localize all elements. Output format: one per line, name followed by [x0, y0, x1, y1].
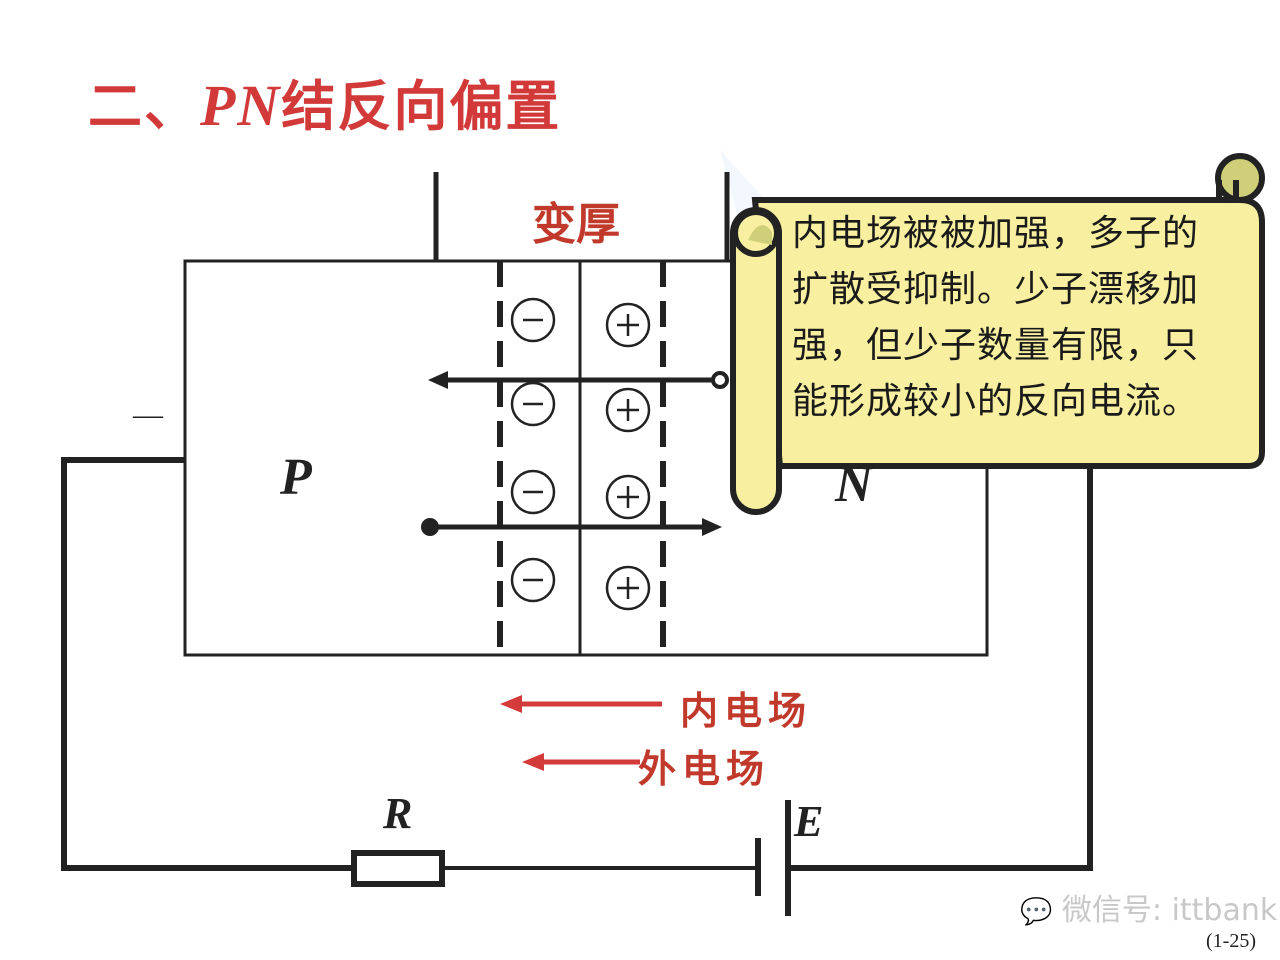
positive-ion: [605, 474, 651, 520]
title-suffix: 结反向偏置: [281, 75, 562, 138]
scroll-callout: [730, 153, 1265, 515]
negative-ion: [510, 557, 556, 603]
watermark-text: 微信号: ittbank: [1061, 893, 1278, 928]
positive-ion: [605, 302, 651, 348]
wire-right: [788, 460, 1093, 871]
wechat-watermark: 💬 微信号: ittbank: [1020, 885, 1277, 929]
majority-diffusion-arrow: [421, 518, 722, 536]
scroll-right-curl: [1215, 153, 1265, 203]
negative-ion: [510, 469, 556, 515]
resistor-label: R: [383, 789, 413, 838]
negative-ion-group: [510, 297, 556, 603]
thicker-label: 变厚: [532, 199, 620, 250]
inner-field-arrow: [500, 695, 662, 713]
minus-terminal-label: —: [133, 398, 163, 431]
positive-ion: [605, 387, 651, 433]
scroll-note-text: 内电场被被加强，多子的扩散受抑制。少子漂移加强，但少子数量有限，只能形成较小的反…: [792, 213, 1200, 422]
negative-ion: [510, 297, 556, 343]
inner-field-label: 内电场: [680, 689, 813, 733]
outer-field-arrow: [522, 753, 640, 771]
battery-label: E: [794, 797, 824, 846]
p-region-label: P: [280, 449, 312, 506]
title-prefix: 二、: [88, 75, 200, 138]
hole-carrier-icon: [711, 371, 729, 389]
outer-field-label: 外电场: [638, 747, 771, 791]
wechat-icon: 💬: [1020, 897, 1053, 927]
wire-left: [61, 457, 355, 871]
n-region-label: N: [835, 456, 873, 513]
title-pn: PN: [200, 73, 282, 138]
positive-ion-group: [605, 302, 651, 611]
minority-drift-arrow: [428, 371, 729, 389]
negative-ion: [510, 381, 556, 427]
page-number: (1-25): [1206, 930, 1256, 952]
resistor: [351, 850, 445, 887]
positive-ion: [605, 565, 651, 611]
slide-title: 二、PN结反向偏置: [88, 62, 561, 141]
